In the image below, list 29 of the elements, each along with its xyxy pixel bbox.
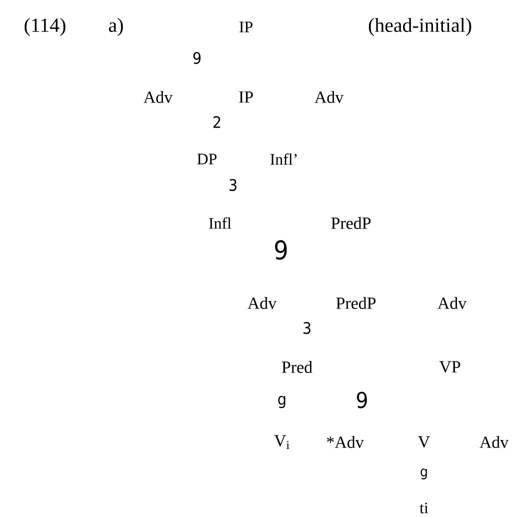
category-label: Infl [209, 217, 232, 229]
branch-glyph: 9 [193, 52, 201, 64]
category-label: Adv [248, 297, 277, 309]
category-label: PredP [336, 297, 376, 309]
category-label: PredP [331, 217, 371, 229]
category-label: Pred [282, 361, 312, 373]
category-label: V [418, 436, 430, 448]
branch-glyph: 3 [304, 322, 310, 334]
category-label: Infl’ [270, 153, 297, 165]
branch-glyph: g [278, 396, 286, 408]
branch-glyph: 9 [275, 240, 287, 260]
category-label: V$_{i}$ [274, 435, 290, 449]
branch-glyph: 9 [356, 392, 367, 408]
example-letter: a) [108, 18, 123, 36]
category-label: ti [420, 502, 428, 514]
category-label: Adv [314, 91, 344, 103]
category-label: DP [197, 154, 217, 164]
category-label: IP [239, 91, 253, 103]
branch-glyph: 2 [214, 116, 220, 128]
category-label: Adv [480, 436, 509, 448]
category-label: IP [240, 22, 252, 32]
category-label: Adv [438, 297, 467, 309]
branch-glyph: 3 [230, 178, 236, 191]
category-label: VP [439, 361, 460, 373]
category-label: *Adv [327, 436, 364, 448]
category-label: Adv [144, 91, 173, 103]
example-number: (114) [24, 18, 66, 36]
tree-caption: (head-initial) [368, 18, 472, 36]
branch-glyph: g [420, 468, 427, 480]
